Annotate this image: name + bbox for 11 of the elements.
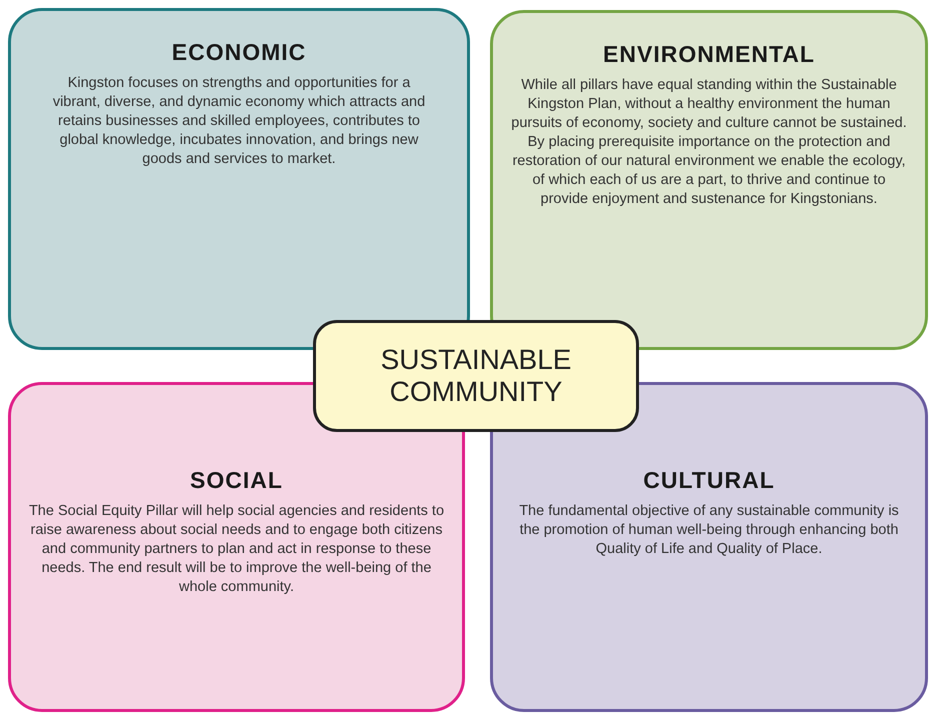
pillar-heading: SOCIAL [189, 467, 284, 494]
pillar-description: The Social Equity Pillar will help social agencies and residents to raise awareness about social needs and to engage both citizens and community partners to plan and act in response to these needs. The end result will be to improve the well-being of the whole community. [28, 502, 446, 597]
pillar-heading: CULTURAL [642, 467, 776, 494]
pillar-description: The fundamental objective of any sustainable community is the promotion of human well-being through enhancing both Quality of Life and Quality of Place. [519, 502, 899, 559]
pillar-description: While all pillars have equal standing within the Sustainable Kingston Plan, without a healthy environment the human pursuits of economy, society and culture cannot be sustained. By placing prerequisite importance on the protection and restoration of our natural environment we enable the ecology, of which each of us are a part, to thrive and continue to provide enjoyment and sustenance for Kingstonians. [510, 76, 908, 209]
pillar-card [490, 10, 928, 350]
pillar-card [8, 8, 470, 350]
pillar-description: Kingston focuses on strengths and opportunities for a vibrant, diverse, and dynamic economy which attracts and retains businesses and skilled employees, contributes to global knowledge, incubates innovation, and brings new goods and services to market. [52, 74, 426, 169]
center-box: SUSTAINABLE COMMUNITY [313, 320, 639, 432]
pillar-heading: ENVIRONMENTAL [602, 41, 816, 68]
pillar-heading: ECONOMIC [170, 39, 308, 66]
